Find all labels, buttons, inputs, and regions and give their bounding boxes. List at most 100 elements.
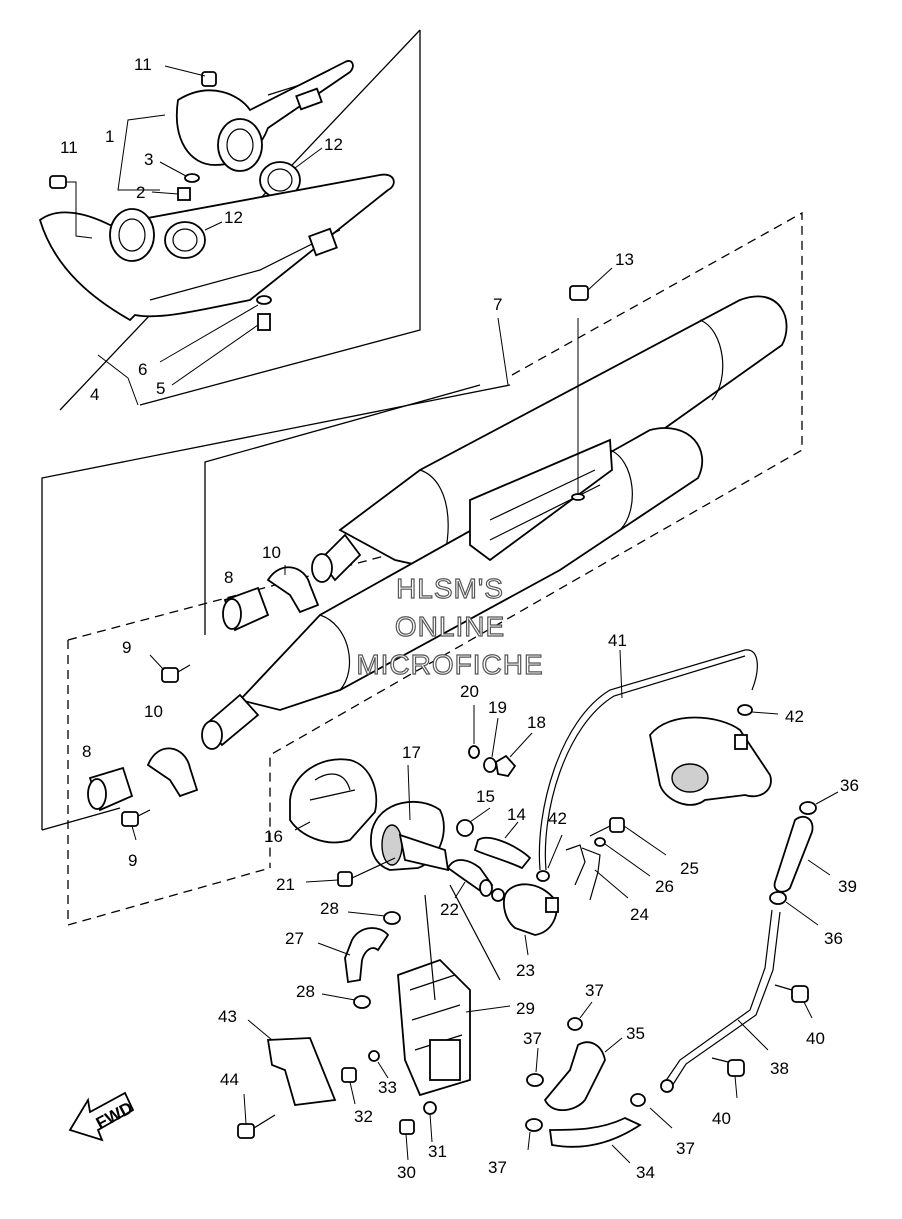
callout-35: 35 [626,1024,645,1043]
sleeve-8b [87,766,134,812]
callout-6: 6 [138,360,147,379]
callout-3: 3 [144,150,153,169]
callout-11b: 11 [60,138,78,157]
callout-31: 31 [428,1142,447,1161]
callout-30: 30 [397,1163,416,1182]
callout-13: 13 [615,250,634,269]
callout-8a: 8 [224,568,233,587]
hose-22 [446,859,494,899]
callout-12b: 12 [224,208,243,227]
callout-38: 38 [770,1059,789,1078]
callout-32: 32 [354,1107,373,1126]
callout-2: 2 [136,183,145,202]
sleeve-8a [222,586,270,632]
callout-25: 25 [680,859,699,878]
callout-28b: 28 [296,982,315,1001]
callout-12a: 12 [324,135,343,154]
pipe-bolt-11b [49,175,93,239]
washer-20-19-nut-18 [468,705,533,777]
hose-27-clamps-28 [317,911,401,1009]
bolt-9b [121,809,151,841]
callout-34: 34 [636,1163,655,1182]
callout-1: 1 [105,127,114,146]
callout-7: 7 [493,295,502,314]
air-filter-case-16 [289,758,378,844]
exhaust-pipe-rear [38,173,395,322]
air-valve-23 [491,883,559,956]
bolt-21 [305,857,396,887]
callout-18: 18 [527,713,546,732]
washer-33-bolt-32 [341,1050,389,1105]
intake-joint [649,716,772,806]
pipe-bolt-11a [164,65,217,87]
bolt-40a [774,984,813,1019]
frame-muffler-assembly [41,384,511,831]
muffler-lower [201,427,704,750]
callout-27: 27 [285,929,304,948]
hose-39-clamps-36 [769,791,839,926]
muffler-bracket [469,318,613,562]
callout-10b: 10 [144,702,163,721]
bolt-2 [151,187,191,201]
callout-42b: 42 [548,809,567,828]
callout-19: 19 [488,698,507,717]
bolt-44 [237,1093,276,1139]
callout-41: 41 [608,631,627,650]
hose-35-clamps-37 [526,1001,623,1112]
washer-31-bolt-30 [399,1101,437,1161]
bracket-1-lines [117,114,166,191]
bolt-40b [711,1057,745,1099]
callout-8b: 8 [82,742,91,761]
bolt-25-washer-26 [589,817,667,877]
callout-36b: 36 [824,929,843,948]
bolt-13 [569,267,613,301]
gasket-12a [259,147,323,199]
muffler-7-lead [497,317,509,386]
callout-29: 29 [516,999,535,1018]
solenoid-bracket-29 [397,884,511,1097]
bracket-43 [247,1019,337,1106]
callout-24: 24 [630,905,649,924]
callout-17: 17 [402,743,421,762]
clamp-42b [536,834,563,882]
clamp-10b [146,747,199,798]
exhaust-pipe-front [176,60,354,172]
callout-26: 26 [655,877,674,896]
callout-5: 5 [156,379,165,398]
callout-42a: 42 [785,707,804,726]
callout-10a: 10 [262,543,281,562]
watermark-line2: ONLINE [395,611,505,642]
washer-6-bolt-5 [97,295,272,406]
callout-37a: 37 [585,981,604,1000]
callout-33: 33 [378,1078,397,1097]
bolt-9a [149,654,191,683]
hose-34-clamps-37 [525,1093,673,1164]
callout-43: 43 [218,1007,237,1026]
bracket-24 [565,844,629,901]
callout-4: 4 [90,385,99,404]
callout-14: 14 [507,805,526,824]
callout-40a: 40 [806,1029,825,1048]
callout-21: 21 [276,875,295,894]
callout-40b: 40 [712,1109,731,1128]
callout-labels: 11 1 3 2 11 12 12 6 4 5 7 13 10 8 9 10 8… [60,55,859,1182]
callout-37c: 37 [676,1139,695,1158]
reed-valve-17 [370,764,450,872]
callout-37b: 37 [523,1029,542,1048]
callout-15: 15 [476,787,495,806]
callout-11a: 11 [134,55,152,74]
clamp-42a [737,704,779,716]
callout-28a: 28 [320,899,339,918]
callout-20: 20 [460,682,479,701]
callout-16: 16 [264,827,283,846]
watermark: HLSM'S ONLINE MICROFICHE [356,572,544,680]
watermark-line1: HLSM'S [396,573,504,604]
hose-41 [538,649,758,871]
callout-37d: 37 [488,1158,507,1177]
fwd-arrow-icon: FWD [68,1091,136,1142]
callout-36a: 36 [840,776,859,795]
clamp-15-hose-14 [456,807,532,870]
callout-22: 22 [440,900,459,919]
callout-39: 39 [838,877,857,896]
clamp-10a [266,565,320,614]
